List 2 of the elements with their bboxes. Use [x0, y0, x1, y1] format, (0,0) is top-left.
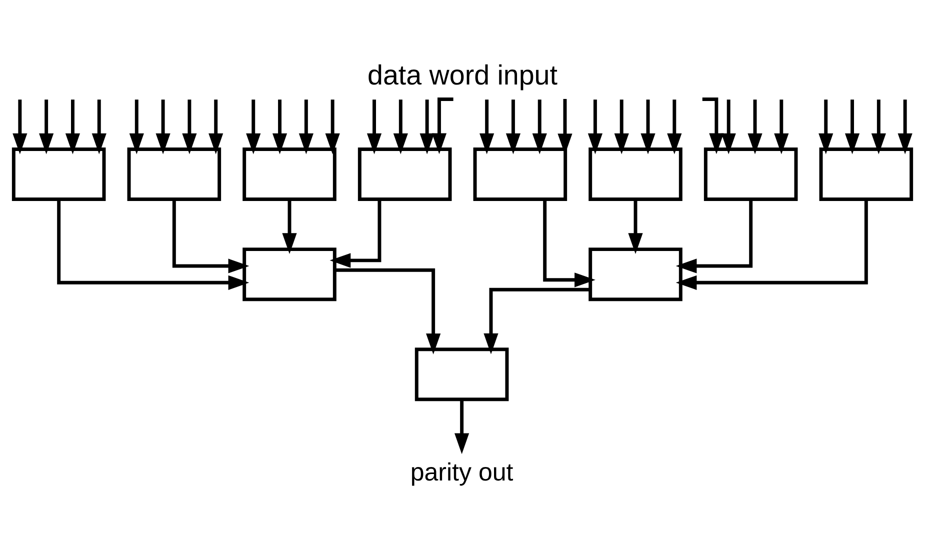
- diagram-title: data word input: [368, 58, 558, 90]
- node-text: parity out: [410, 458, 514, 486]
